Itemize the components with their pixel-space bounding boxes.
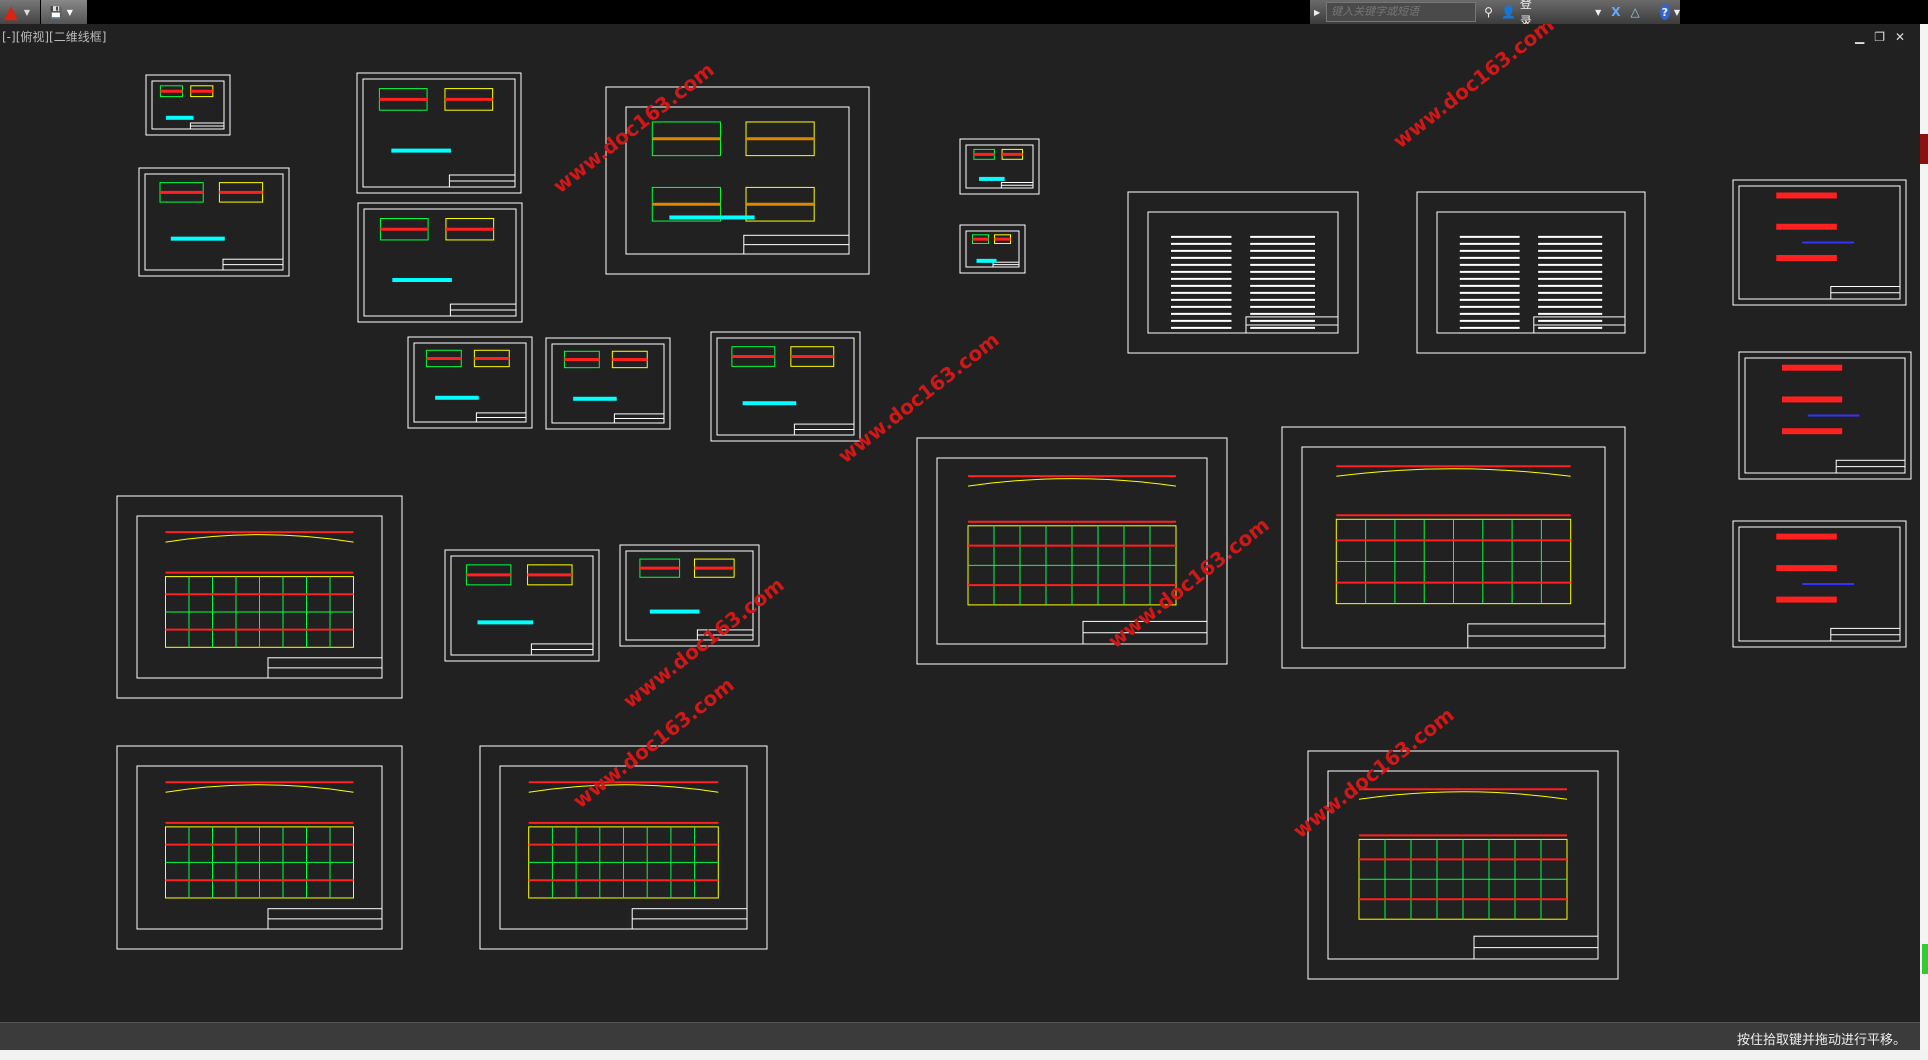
drawing-sheet[interactable]	[1738, 351, 1912, 480]
exchange-icon[interactable]: X	[1611, 5, 1621, 19]
chevron-down-icon[interactable]: ▼	[66, 7, 73, 17]
drawing-sheet[interactable]	[116, 745, 403, 950]
chevron-down-icon[interactable]: ▼	[1595, 7, 1602, 17]
expand-icon[interactable]: ▶	[1314, 7, 1321, 17]
drawing-sheet[interactable]	[1732, 179, 1907, 306]
drawing-window-controls: ▁ ❐ ✕	[1855, 30, 1905, 44]
drawing-sheet[interactable]	[1416, 191, 1646, 354]
drawing-sheet[interactable]	[145, 74, 231, 136]
quick-access-toolbar[interactable]: 💾 ▼	[41, 0, 87, 24]
drawing-sheet[interactable]	[116, 495, 403, 699]
application-menu-button[interactable]: ▲ ▼	[0, 0, 40, 24]
restore-icon[interactable]: ❐	[1874, 30, 1885, 44]
help-icon[interactable]: ?	[1659, 4, 1670, 20]
drawing-sheet[interactable]	[407, 336, 533, 429]
viewport-controls-label[interactable]: [-][俯视][二维线框]	[2, 30, 107, 44]
drawing-sheet[interactable]	[545, 337, 671, 430]
watermark-text: www.doc163.com	[1388, 24, 1558, 153]
chevron-down-icon: ▼	[23, 7, 30, 17]
status-message: 按住拾取键并拖动进行平移。	[1736, 1033, 1906, 1048]
title-bar: ▲ ▼ 💾 ▼ ▶ ⚲ 👤 登录 ▼ X △ ? ▼	[0, 0, 1928, 28]
drawing-sheet[interactable]	[916, 437, 1228, 665]
drawing-sheet[interactable]	[444, 549, 600, 662]
drawing-sheet[interactable]	[605, 86, 870, 275]
watermark-text: www.doc163.com	[833, 327, 1003, 467]
drawing-sheet[interactable]	[1732, 520, 1907, 648]
watermark-text: www.doc163.com	[548, 57, 718, 197]
drawing-sheet[interactable]	[138, 167, 290, 277]
drawing-sheet[interactable]	[357, 202, 523, 323]
drawing-sheet[interactable]	[356, 72, 522, 194]
drawing-sheet[interactable]	[1281, 426, 1626, 669]
chevron-down-icon[interactable]: ▼	[1673, 7, 1680, 17]
minimize-icon[interactable]: ▁	[1855, 30, 1865, 44]
watermark-text: www.doc163.com	[1288, 702, 1458, 842]
search-input[interactable]	[1326, 2, 1477, 22]
status-bar: 按住拾取键并拖动进行平移。	[0, 1022, 1920, 1050]
user-icon: 👤	[1500, 5, 1516, 19]
infocenter-toolbar: ▶ ⚲ 👤 登录 ▼ X △ ? ▼	[1310, 0, 1680, 28]
drawing-sheet[interactable]	[479, 745, 768, 950]
save-icon[interactable]: 💾	[49, 5, 63, 19]
binoculars-icon[interactable]: ⚲	[1484, 5, 1493, 19]
drawing-sheet[interactable]	[959, 224, 1026, 274]
drawing-sheet[interactable]	[959, 138, 1040, 195]
drawing-sheet[interactable]	[1127, 191, 1359, 354]
close-icon[interactable]: ✕	[1895, 30, 1906, 44]
autodesk-360-icon[interactable]: △	[1630, 5, 1640, 19]
taskbar-strip	[0, 1050, 1928, 1060]
autocad-logo-icon: ▲	[4, 1, 18, 23]
vertical-scrollbar[interactable]	[1920, 24, 1928, 1050]
drawing-sheet[interactable]	[710, 331, 861, 442]
watermark-text: www.doc163.com	[1103, 512, 1273, 652]
drawing-sheet[interactable]	[1307, 750, 1619, 980]
drawing-sheet[interactable]	[619, 544, 760, 647]
